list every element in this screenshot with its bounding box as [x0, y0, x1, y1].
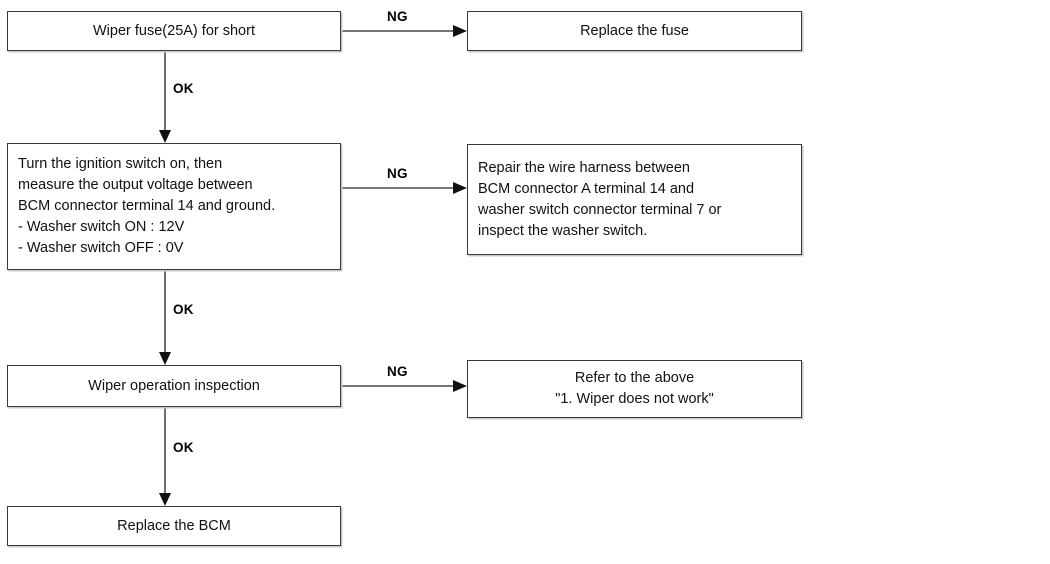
- node-replace-fuse[interactable]: Replace the fuse: [467, 11, 802, 51]
- edge-label-ng-3: NG: [387, 364, 408, 379]
- node-refer-above-label: Refer to the above "1. Wiper does not wo…: [555, 370, 714, 407]
- arrowhead-ng-2: [453, 182, 467, 194]
- edge-label-ok-3: OK: [173, 440, 194, 455]
- node-refer-above[interactable]: Refer to the above "1. Wiper does not wo…: [467, 360, 802, 418]
- arrowhead-ok-3: [159, 493, 171, 506]
- node-voltage-check[interactable]: Turn the ignition switch on, then measur…: [7, 143, 341, 270]
- arrowhead-ok-1: [159, 130, 171, 143]
- node-fuse-check-label: Wiper fuse(25A) for short: [93, 22, 255, 39]
- edge-label-ok-2: OK: [173, 302, 194, 317]
- node-repair-harness[interactable]: Repair the wire harness between BCM conn…: [467, 144, 802, 255]
- edge-label-ok-1: OK: [173, 81, 194, 96]
- arrowhead-ng-1: [453, 25, 467, 37]
- edge-label-ng-1: NG: [387, 9, 408, 24]
- node-fuse-check[interactable]: Wiper fuse(25A) for short: [7, 11, 341, 51]
- node-replace-bcm[interactable]: Replace the BCM: [7, 506, 341, 546]
- arrowhead-ng-3: [453, 380, 467, 392]
- node-wiper-operation-label: Wiper operation inspection: [88, 377, 260, 394]
- node-replace-fuse-label: Replace the fuse: [580, 22, 689, 39]
- arrowhead-ok-2: [159, 352, 171, 365]
- node-replace-bcm-label: Replace the BCM: [117, 517, 231, 534]
- node-voltage-check-label: Turn the ignition switch on, then measur…: [18, 156, 276, 256]
- edge-label-ng-2: NG: [387, 166, 408, 181]
- node-wiper-operation[interactable]: Wiper operation inspection: [7, 365, 341, 407]
- node-repair-harness-label: Repair the wire harness between BCM conn…: [478, 159, 722, 239]
